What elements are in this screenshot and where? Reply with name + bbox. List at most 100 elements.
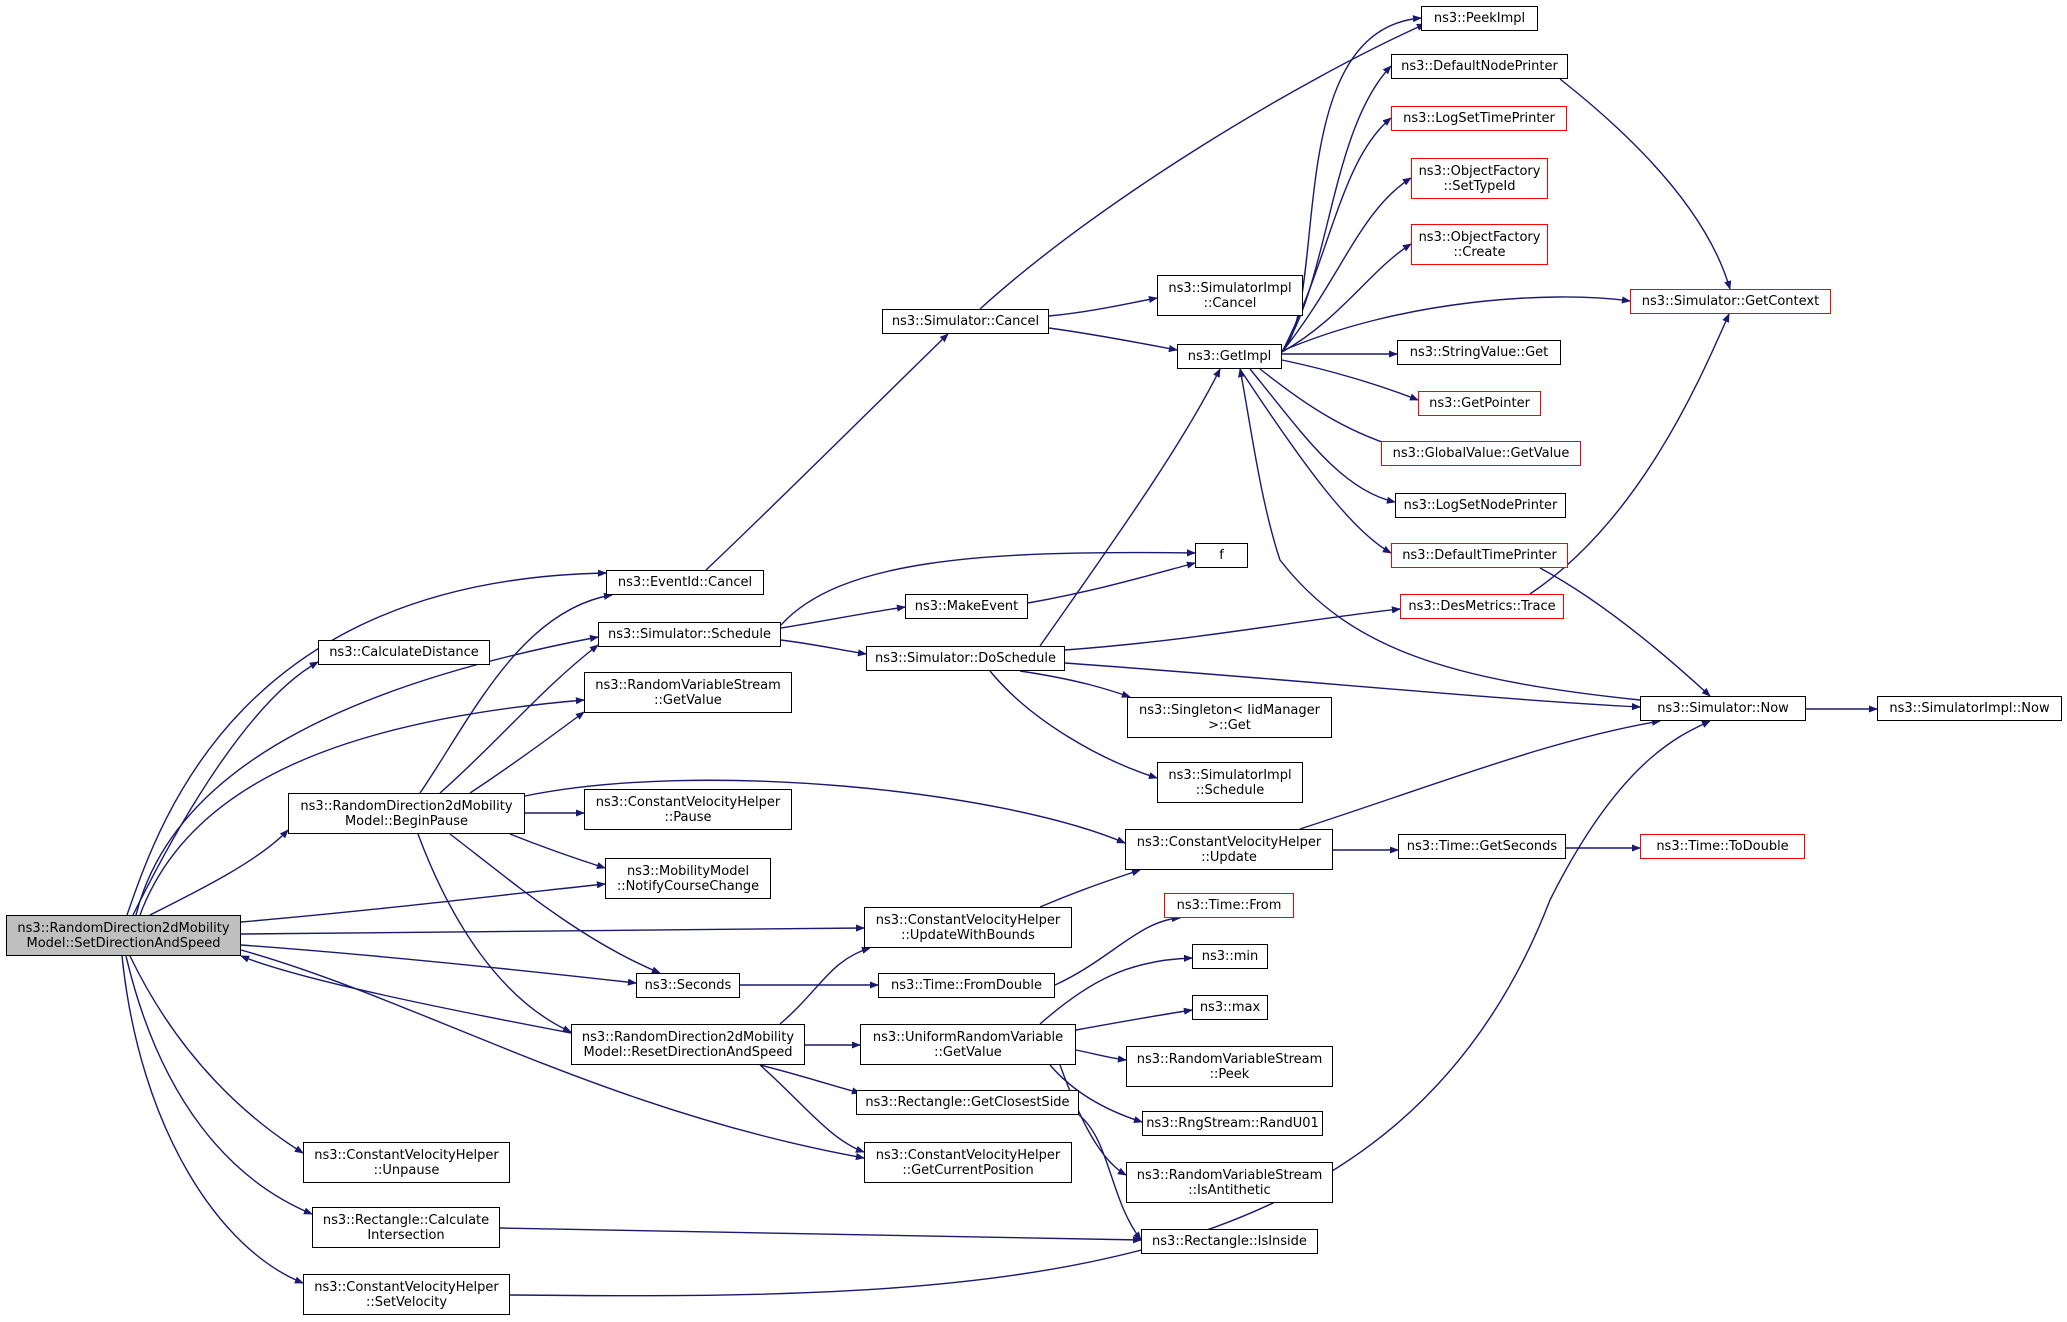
node-simulator-schedule[interactable]: ns3::Simulator::Schedule [598, 622, 781, 647]
call-edge-sim_doschedule-35 [989, 670, 1158, 779]
node-simulatorimpl-cancel-line2: ::Cancel [1203, 295, 1257, 311]
node-time-getseconds-label: ns3::Time::GetSeconds [1406, 839, 1558, 854]
node-root-line2: Model::SetDirectionAndSpeed [26, 935, 221, 951]
node-objectfactory-settypeid-line2: ::SetTypeId [1443, 178, 1516, 194]
call-edge-begin_pause-18 [417, 833, 572, 1033]
node-make-event[interactable]: ns3::MakeEvent [905, 594, 1028, 619]
node-rvs-peek[interactable]: ns3::RandomVariableStream ::Peek [1126, 1046, 1333, 1087]
node-getimpl[interactable]: ns3::GetImpl [1177, 344, 1282, 369]
node-rvs-isantithetic-line2: ::IsAntithetic [1188, 1182, 1271, 1198]
node-cvh-pause-line1: ns3::ConstantVelocityHelper [595, 794, 781, 810]
node-simulatorimpl-cancel-line1: ns3::SimulatorImpl [1168, 280, 1292, 296]
node-cvh-update-with-bounds-line2: ::UpdateWithBounds [901, 927, 1035, 943]
call-edge-urv_getvalue-43 [1075, 1049, 1127, 1063]
node-rect-isinside[interactable]: ns3::Rectangle::IsInside [1141, 1229, 1318, 1254]
node-rect-calc-intersection[interactable]: ns3::Rectangle::Calculate Intersection [312, 1207, 500, 1248]
node-notify-course-change-line2: ::NotifyCourseChange [616, 878, 760, 894]
node-objectfactory-settypeid[interactable]: ns3::ObjectFactory ::SetTypeId [1411, 158, 1548, 199]
call-edge-root-6 [240, 924, 865, 935]
call-edge-cvh_update_bounds-38 [1039, 869, 1141, 908]
node-time-fromdouble[interactable]: ns3::Time::FromDouble [878, 973, 1055, 998]
call-edge-sim_doschedule-34 [1019, 670, 1131, 698]
node-cvh-unpause[interactable]: ns3::ConstantVelocityHelper ::Unpause [303, 1142, 510, 1183]
call-edge-getimpl-62 [1281, 243, 1412, 353]
node-simulatorimpl-cancel[interactable]: ns3::SimulatorImpl ::Cancel [1157, 275, 1303, 316]
call-edge-root-2 [135, 634, 599, 916]
node-default-time-printer[interactable]: ns3::DefaultTimePrinter [1391, 543, 1568, 568]
node-simulator-now[interactable]: ns3::Simulator::Now [1640, 696, 1806, 721]
node-simulatorimpl-now-label: ns3::SimulatorImpl::Now [1889, 701, 2050, 716]
node-max[interactable]: ns3::max [1192, 995, 1268, 1020]
node-time-from[interactable]: ns3::Time::From [1164, 893, 1294, 918]
call-edge-cvh_update-48 [1299, 718, 1661, 830]
node-cvh-getcurrentposition[interactable]: ns3::ConstantVelocityHelper ::GetCurrent… [864, 1142, 1072, 1183]
node-cvh-update[interactable]: ns3::ConstantVelocityHelper ::Update [1125, 829, 1333, 870]
call-edge-root-3 [139, 697, 585, 916]
node-rngstream-randu01[interactable]: ns3::RngStream::RandU01 [1142, 1111, 1323, 1136]
node-log-set-node-printer[interactable]: ns3::LogSetNodePrinter [1395, 493, 1566, 518]
call-edge-begin_pause-17 [449, 833, 661, 974]
call-edge-begin_pause-12 [419, 592, 613, 794]
node-time-getseconds[interactable]: ns3::Time::GetSeconds [1398, 834, 1566, 859]
node-singleton-get[interactable]: ns3::Singleton< IidManager >::Get [1127, 697, 1332, 738]
call-edge-begin_pause-13 [439, 644, 599, 794]
node-simulatorimpl-now[interactable]: ns3::SimulatorImpl::Now [1877, 696, 2062, 721]
node-stringvalue-get[interactable]: ns3::StringValue::Get [1397, 340, 1561, 365]
node-getpointer[interactable]: ns3::GetPointer [1418, 391, 1541, 416]
call-edge-rect_calc_int-47 [499, 1227, 1142, 1244]
call-edge-sim_doschedule-36 [1064, 606, 1401, 651]
node-notify-course-change[interactable]: ns3::MobilityModel ::NotifyCourseChange [605, 858, 771, 899]
node-cvh-pause[interactable]: ns3::ConstantVelocityHelper ::Pause [584, 789, 792, 830]
node-simulator-getcontext[interactable]: ns3::Simulator::GetContext [1630, 289, 1831, 314]
node-globalvalue-getvalue[interactable]: ns3::GlobalValue::GetValue [1381, 441, 1581, 466]
node-cvh-setvelocity[interactable]: ns3::ConstantVelocityHelper ::SetVelocit… [303, 1274, 510, 1315]
node-cvh-update-line1: ns3::ConstantVelocityHelper [1136, 834, 1322, 850]
call-edge-getimpl-67 [1239, 368, 1392, 554]
node-desmetrics-trace-label: ns3::DesMetrics::Trace [1408, 599, 1556, 614]
node-rect-getclosestside[interactable]: ns3::Rectangle::GetClosestSide [856, 1090, 1079, 1115]
node-simulator-schedule-label: ns3::Simulator::Schedule [607, 627, 772, 642]
node-min[interactable]: ns3::min [1192, 944, 1268, 969]
node-simulatorimpl-schedule[interactable]: ns3::SimulatorImpl ::Schedule [1157, 762, 1303, 803]
node-reset-direction[interactable]: ns3::RandomDirection2dMobility Model::Re… [571, 1024, 805, 1065]
call-edge-getimpl-66 [1249, 368, 1396, 504]
node-simulatorimpl-schedule-line2: ::Schedule [1195, 782, 1265, 798]
call-edge-default_node_printer-54 [1559, 78, 1732, 290]
node-rvs-isantithetic-line1: ns3::RandomVariableStream [1136, 1167, 1323, 1183]
node-rect-calc-intersection-line1: ns3::Rectangle::Calculate [322, 1212, 490, 1228]
node-urv-getvalue[interactable]: ns3::UniformRandomVariable ::GetValue [860, 1024, 1076, 1065]
node-min-label: ns3::min [1201, 949, 1259, 964]
node-time-todouble[interactable]: ns3::Time::ToDouble [1640, 834, 1805, 859]
node-seconds[interactable]: ns3::Seconds [636, 973, 740, 998]
node-cvh-update-with-bounds[interactable]: ns3::ConstantVelocityHelper ::UpdateWith… [864, 907, 1072, 948]
call-edge-root-1 [132, 661, 319, 916]
node-rect-isinside-label: ns3::Rectangle::IsInside [1152, 1234, 1307, 1249]
node-default-node-printer[interactable]: ns3::DefaultNodePrinter [1391, 54, 1568, 79]
call-edge-begin_pause-19 [524, 779, 1126, 844]
node-default-time-printer-label: ns3::DefaultTimePrinter [1402, 548, 1557, 563]
node-log-set-time-printer[interactable]: ns3::LogSetTimePrinter [1391, 106, 1567, 131]
node-rvs-getvalue[interactable]: ns3::RandomVariableStream ::GetValue [584, 672, 792, 713]
node-peekimpl[interactable]: ns3::PeekImpl [1421, 6, 1538, 31]
node-simulator-doschedule[interactable]: ns3::Simulator::DoSchedule [866, 646, 1065, 671]
call-edge-urv_getvalue-44 [1049, 1064, 1143, 1123]
node-simulatorimpl-schedule-line1: ns3::SimulatorImpl [1168, 767, 1292, 783]
node-urv-getvalue-line2: ::GetValue [934, 1044, 1002, 1060]
node-log-set-time-printer-label: ns3::LogSetTimePrinter [1403, 111, 1555, 126]
node-time-from-label: ns3::Time::From [1176, 898, 1282, 913]
node-root[interactable]: ns3::RandomDirection2dMobility Model::Se… [6, 915, 241, 956]
node-eventid-cancel[interactable]: ns3::EventId::Cancel [606, 570, 764, 595]
call-edge-reset_dir-21 [779, 946, 871, 1025]
node-desmetrics-trace[interactable]: ns3::DesMetrics::Trace [1400, 594, 1564, 619]
node-calculate-distance[interactable]: ns3::CalculateDistance [318, 640, 490, 665]
node-eventid-cancel-label: ns3::EventId::Cancel [617, 575, 753, 590]
node-objectfactory-create[interactable]: ns3::ObjectFactory ::Create [1411, 224, 1548, 265]
call-edge-cvh_setvel-50 [509, 720, 1711, 1297]
node-simulator-cancel[interactable]: ns3::Simulator::Cancel [882, 309, 1049, 334]
node-rvs-isantithetic[interactable]: ns3::RandomVariableStream ::IsAntithetic [1126, 1162, 1333, 1203]
call-edge-begin_pause-14 [469, 711, 585, 794]
node-f[interactable]: f [1195, 543, 1248, 568]
node-begin-pause[interactable]: ns3::RandomDirection2dMobility Model::Be… [288, 793, 525, 834]
